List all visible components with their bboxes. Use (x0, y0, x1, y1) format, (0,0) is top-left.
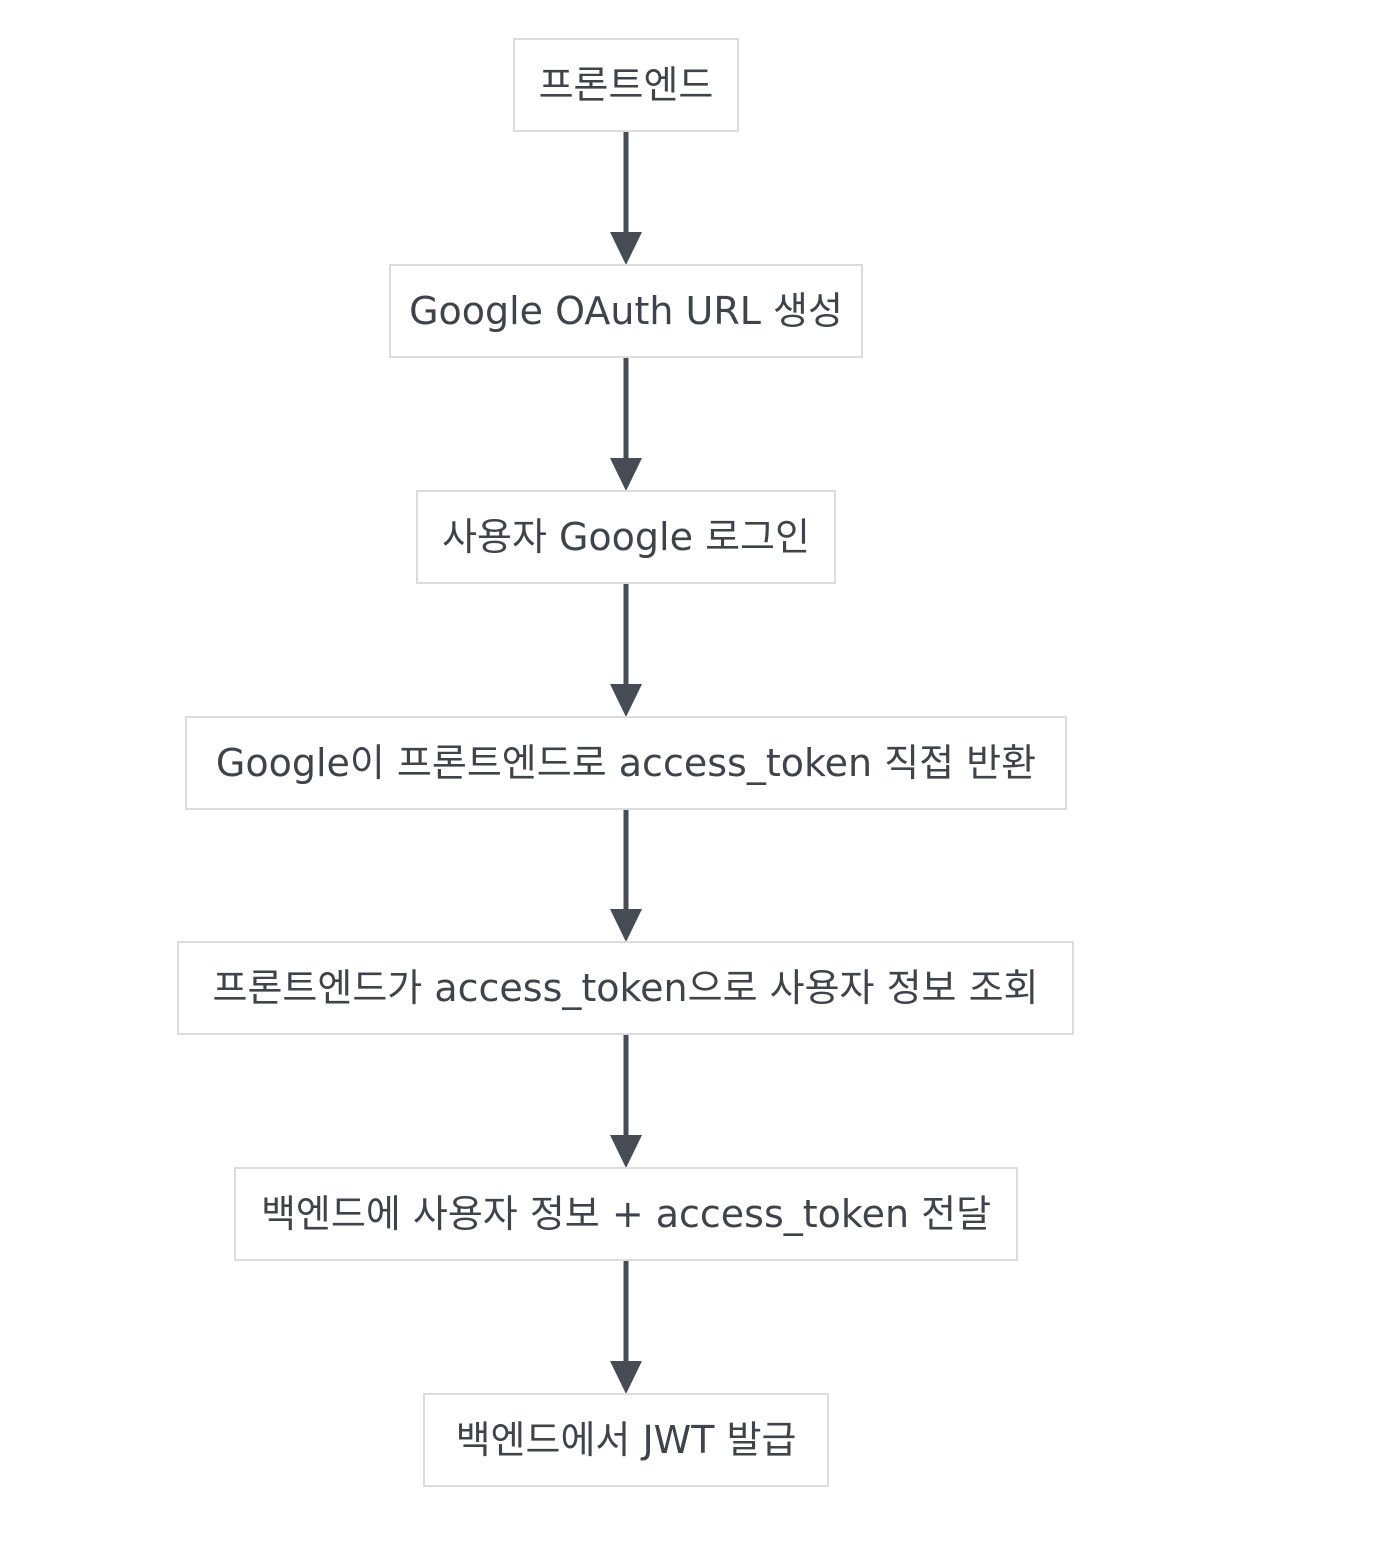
node-user-login-label: 사용자 Google 로그인 (442, 515, 810, 559)
node-token-return-label: Google이 프론트엔드로 access_token 직접 반환 (215, 741, 1037, 785)
node-frontend: 프론트엔드 (513, 38, 739, 132)
edge-frontend-to-oauth-url (610, 132, 642, 265)
edge-send-backend-to-issue-jwt (610, 1261, 642, 1394)
edge-user-login-to-token-return (610, 583, 642, 717)
node-frontend-label: 프론트엔드 (538, 63, 714, 107)
node-user-info: 프론트엔드가 access_token으로 사용자 정보 조회 (177, 941, 1074, 1035)
node-token-return: Google이 프론트엔드로 access_token 직접 반환 (185, 716, 1067, 810)
node-issue-jwt: 백엔드에서 JWT 발급 (423, 1393, 829, 1487)
edge-user-info-to-send-backend (610, 1035, 642, 1168)
node-send-backend: 백엔드에 사용자 정보 + access_token 전달 (234, 1167, 1018, 1261)
node-user-login: 사용자 Google 로그인 (416, 490, 836, 584)
edge-oauth-url-to-user-login (610, 357, 642, 491)
node-oauth-url-label: Google OAuth URL 생성 (409, 289, 843, 333)
node-oauth-url: Google OAuth URL 생성 (389, 264, 863, 358)
edge-token-return-to-user-info (610, 809, 642, 942)
node-send-backend-label: 백엔드에 사용자 정보 + access_token 전달 (260, 1192, 992, 1236)
node-user-info-label: 프론트엔드가 access_token으로 사용자 정보 조회 (212, 966, 1039, 1010)
node-issue-jwt-label: 백엔드에서 JWT 발급 (455, 1418, 797, 1462)
